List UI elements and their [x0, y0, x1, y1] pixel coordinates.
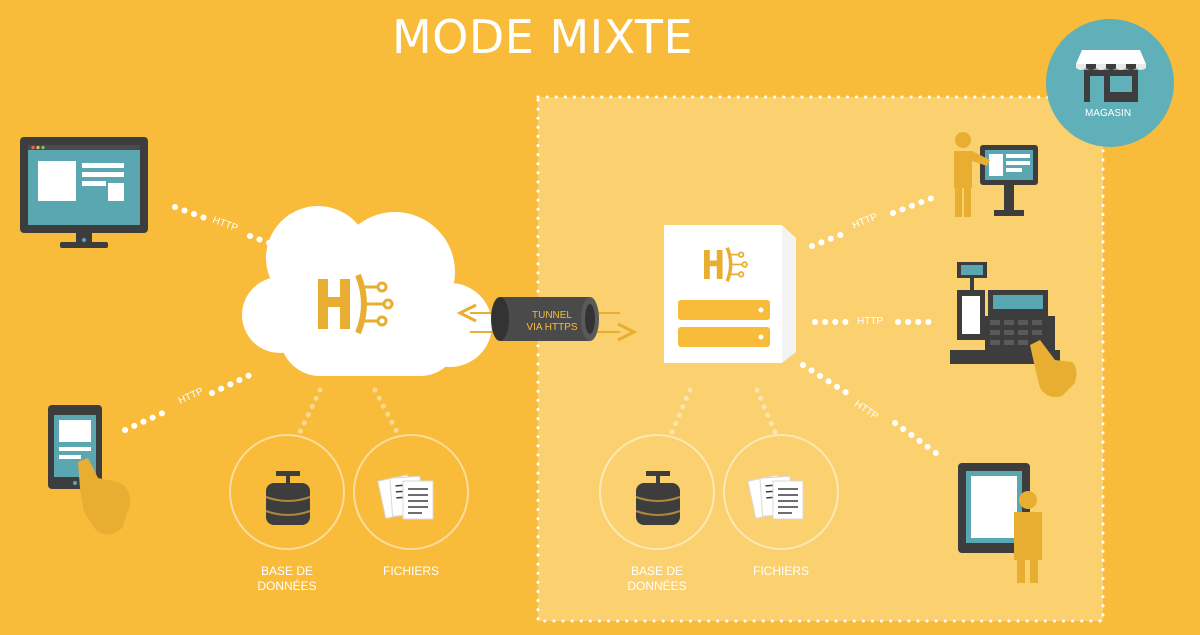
local-database-label: BASE DE DONNÉES — [610, 564, 704, 594]
link-local-db — [669, 387, 693, 435]
files-icon — [377, 474, 434, 520]
link-cloud-files — [372, 387, 400, 435]
local-database-label-line2: DONNÉES — [627, 579, 687, 593]
tunnel-label-line2: VIA HTTPS — [526, 322, 578, 333]
tunnel-label-line1: TUNNEL — [531, 310, 572, 321]
local-database-label-line1: BASE DE — [630, 564, 684, 578]
cash-register — [950, 262, 1077, 397]
tunnel-pipe — [456, 297, 638, 342]
files-icon — [747, 474, 804, 520]
cloud-database-label: BASE DE DONNÉES — [240, 564, 334, 594]
database-icon — [265, 470, 311, 526]
connector-desktop-a — [172, 204, 208, 221]
connector-kiosk-a — [809, 229, 851, 249]
page-title: MODE MIXTE — [391, 10, 694, 64]
cloud-database-label-line2: DONNÉES — [257, 579, 317, 593]
link-cloud-db — [297, 387, 323, 435]
link-local-files — [754, 387, 778, 435]
local-database-ring — [599, 434, 715, 550]
cloud-files-label: FICHIERS — [382, 564, 439, 578]
kiosk-person — [954, 132, 990, 217]
cloud-files-ring — [353, 434, 469, 550]
store-badge-label: MAGASIN — [1084, 108, 1132, 119]
connector-tablet-b — [209, 372, 253, 396]
store-badge — [1046, 19, 1174, 147]
kiosk-terminal — [980, 145, 1038, 216]
tunnel-label: TUNNEL VIA HTTPS — [508, 310, 596, 334]
http-label-register: HTTP — [857, 316, 884, 327]
local-files-label: FICHIERS — [752, 564, 809, 578]
pos-tablet — [958, 463, 1030, 553]
local-files-ring — [723, 434, 839, 550]
connector-kiosk-b — [890, 195, 935, 216]
cloud-server — [242, 206, 492, 376]
connector-pos-a — [800, 362, 853, 398]
store-clerk — [1014, 491, 1042, 583]
connector-pos-b — [892, 420, 943, 459]
connector-tablet-a — [122, 409, 168, 433]
cloud-database-ring — [229, 434, 345, 550]
local-server — [664, 225, 796, 363]
tablet-device — [48, 405, 131, 535]
desktop-monitor — [20, 137, 148, 248]
cloud-database-label-line1: BASE DE — [260, 564, 314, 578]
store-icon — [1076, 50, 1146, 102]
